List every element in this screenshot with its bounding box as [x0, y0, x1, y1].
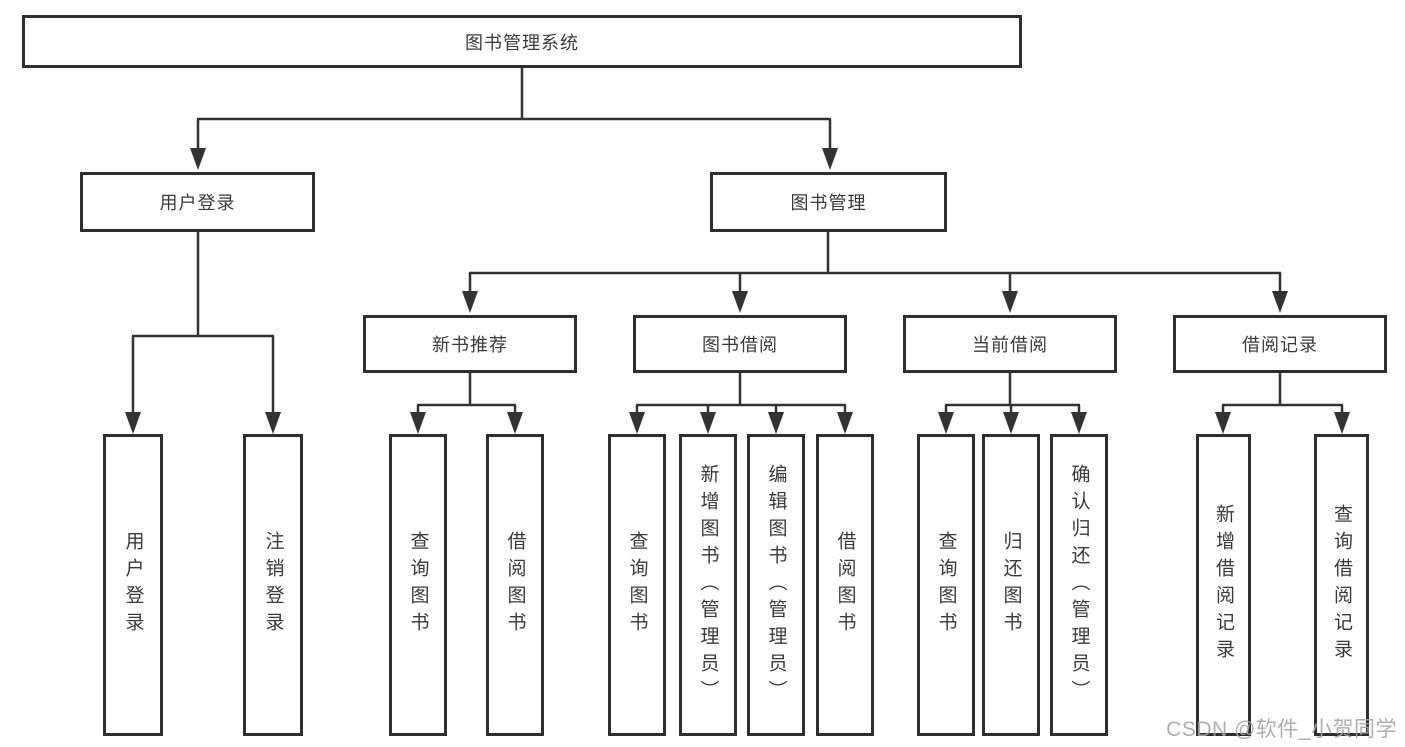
node-current-borrow: 当前借阅	[903, 315, 1117, 373]
leaf-records-query-record-label: 查询借阅记录	[1331, 504, 1352, 666]
node-new-book-recommend-label: 新书推荐	[432, 335, 508, 355]
leaf-user-login-label: 用户登录	[122, 531, 144, 639]
node-user-login-label: 用户登录	[159, 193, 236, 213]
node-book-borrow-label: 图书借阅	[702, 335, 778, 355]
leaf-logout: 注销登录	[243, 434, 303, 736]
node-current-borrow-label: 当前借阅	[972, 335, 1048, 355]
leaf-recommend-borrow-book-label: 借阅图书	[504, 531, 526, 639]
leaf-current-return-book-label: 归还图书	[1000, 531, 1022, 639]
leaf-records-add-record-label: 新增借阅记录	[1213, 504, 1234, 666]
leaf-borrow-borrow-book: 借阅图书	[816, 434, 874, 736]
node-book-borrow: 图书借阅	[633, 315, 847, 373]
leaf-current-query-book: 查询图书	[917, 434, 975, 736]
node-user-login: 用户登录	[80, 172, 315, 232]
node-root-label: 图书管理系统	[465, 32, 579, 53]
watermark: CSDN @软件_小贺同学	[1166, 718, 1397, 741]
node-borrow-records: 借阅记录	[1173, 315, 1387, 373]
leaf-logout-label: 注销登录	[262, 531, 284, 639]
leaf-recommend-query-book-label: 查询图书	[407, 531, 429, 639]
node-new-book-recommend: 新书推荐	[363, 315, 577, 373]
leaf-borrow-add-book-admin: 新增图书（管理员）	[679, 434, 737, 736]
leaf-borrow-query-book: 查询图书	[608, 434, 666, 736]
node-book-management-label: 图书管理	[790, 193, 867, 213]
leaf-records-query-record: 查询借阅记录	[1314, 434, 1369, 736]
node-root: 图书管理系统	[22, 15, 1022, 68]
leaf-user-login: 用户登录	[103, 434, 163, 736]
leaf-borrow-edit-book-admin: 编辑图书（管理员）	[747, 434, 805, 736]
leaf-borrow-borrow-book-label: 借阅图书	[834, 531, 856, 639]
leaf-recommend-query-book: 查询图书	[389, 434, 447, 736]
leaf-borrow-query-book-label: 查询图书	[626, 531, 648, 639]
leaf-current-query-book-label: 查询图书	[935, 531, 957, 639]
leaf-borrow-edit-book-admin-label: 编辑图书（管理员）	[765, 463, 787, 707]
node-borrow-records-label: 借阅记录	[1242, 335, 1318, 355]
leaf-current-confirm-return-admin: 确认归还（管理员）	[1050, 434, 1108, 736]
leaf-borrow-add-book-admin-label: 新增图书（管理员）	[697, 463, 719, 707]
leaf-recommend-borrow-book: 借阅图书	[486, 434, 544, 736]
node-book-management: 图书管理	[710, 172, 947, 232]
leaf-current-confirm-return-admin-label: 确认归还（管理员）	[1068, 463, 1090, 707]
leaf-current-return-book: 归还图书	[982, 434, 1040, 736]
leaf-records-add-record: 新增借阅记录	[1196, 434, 1251, 736]
